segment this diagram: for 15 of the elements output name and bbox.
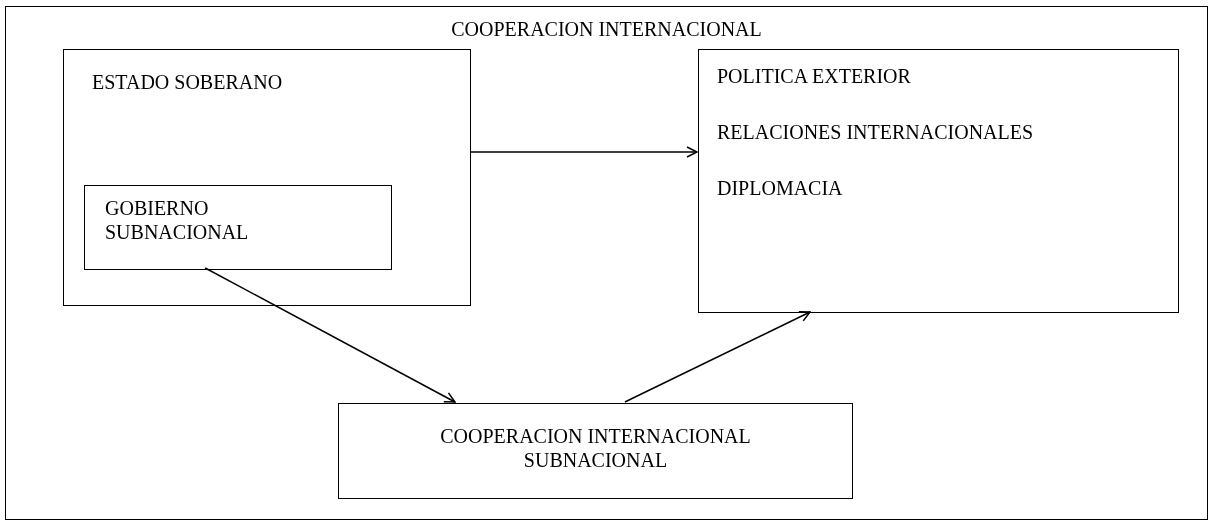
arrow [469, 146, 698, 158]
arrow [204, 267, 456, 403]
inner-box [84, 185, 392, 270]
arrow [624, 311, 811, 403]
node-text: COOPERACION INTERNACIONAL SUBNACIONAL [439, 424, 752, 472]
process-box [338, 403, 853, 499]
node-text: ESTADO SOBERANO [92, 70, 283, 94]
container-box [63, 49, 471, 306]
node-text: RELACIONES INTERNACIONALES [717, 120, 1034, 144]
node-text: DIPLOMACIA [717, 176, 843, 200]
frame-heading: COOPERACION INTERNACIONAL [450, 17, 763, 41]
frame-box [5, 6, 1208, 520]
concept-box [698, 49, 1179, 313]
node-text: POLITICA EXTERIOR [717, 64, 911, 88]
node-text: GOBIERNO SUBNACIONAL [105, 196, 250, 244]
